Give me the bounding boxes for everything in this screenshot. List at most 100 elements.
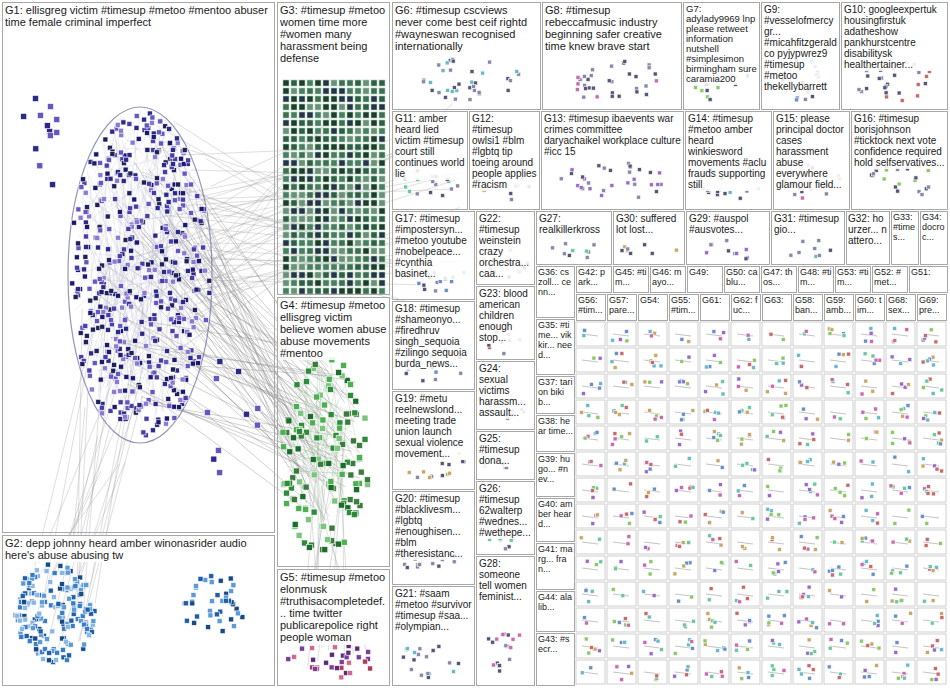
vertex-square [174, 136, 179, 141]
vertex-square [362, 436, 368, 442]
graph-edge [706, 334, 722, 336]
cluster-outline [68, 107, 212, 443]
vertex-square [315, 80, 321, 86]
vertex-square [103, 355, 108, 360]
vertex-square [47, 658, 52, 663]
vertex-square [191, 259, 196, 264]
vertex-square [73, 577, 78, 582]
vertex-square [190, 601, 195, 606]
vertex-square [323, 280, 329, 286]
vertex-square [303, 484, 309, 490]
vertex-square [47, 133, 53, 139]
vertex-square [379, 216, 385, 222]
vertex-square [283, 160, 289, 166]
vertex-square [610, 94, 614, 98]
graph-edge [861, 386, 877, 388]
graph-edge [215, 254, 398, 282]
vertex-square [291, 240, 297, 246]
vertex-square [283, 192, 289, 198]
vertex-square [106, 313, 111, 318]
vertex-square [38, 640, 43, 645]
vertex-square [582, 95, 586, 99]
vertex-square [468, 86, 472, 90]
vertex-square [142, 290, 147, 295]
graph-edge [675, 620, 691, 622]
vertex-square [101, 309, 106, 314]
vertex-square [322, 402, 328, 408]
vertex-square [170, 147, 175, 152]
graph-edge [143, 359, 316, 510]
vertex-square [371, 264, 377, 270]
vertex-square [339, 216, 345, 222]
vertex-square [217, 619, 222, 624]
vertex-square [331, 280, 337, 286]
vertex-square [83, 254, 88, 259]
vertex-square [124, 326, 129, 331]
vertex-square [320, 417, 326, 423]
graph-edge [293, 469, 330, 517]
vertex-square [283, 288, 289, 294]
vertex-square [280, 429, 286, 435]
vertex-square [379, 272, 385, 278]
vertex-square [322, 547, 328, 553]
vertex-square [57, 602, 62, 607]
vertex-square [149, 120, 154, 125]
vertex-square [166, 306, 171, 311]
graph-edge [311, 467, 329, 522]
vertex-square [87, 286, 92, 291]
vertex-square [575, 88, 579, 92]
vertex-square [323, 120, 329, 126]
vertex-square [339, 471, 345, 477]
vertex-square [339, 264, 345, 270]
vertex-square [355, 248, 361, 254]
vertex-square [348, 392, 354, 398]
vertex-square [167, 402, 172, 407]
vertex-square [283, 200, 289, 206]
vertex-square [324, 660, 329, 665]
vertex-square [628, 165, 632, 169]
vertex-square [54, 129, 60, 135]
graph-edge [130, 358, 170, 377]
vertex-square [195, 194, 200, 199]
vertex-square [33, 96, 39, 102]
vertex-square [27, 581, 32, 586]
vertex-square [291, 232, 297, 238]
vertex-square [379, 176, 385, 182]
vertex-square [133, 338, 138, 343]
vertex-square [291, 160, 297, 166]
vertex-square [147, 364, 152, 369]
vertex-square [58, 563, 63, 568]
graph-edge [90, 125, 168, 364]
vertex-square [283, 96, 289, 102]
graph-edge [120, 288, 206, 359]
vertex-square [362, 415, 368, 421]
vertex-square [190, 276, 195, 281]
vertex-square [371, 80, 377, 86]
graph-edge [675, 334, 691, 336]
vertex-square [124, 157, 129, 162]
vertex-square [103, 137, 108, 142]
vertex-square [198, 219, 203, 224]
vertex-square [123, 167, 128, 172]
vertex-square [152, 267, 157, 272]
vertex-square [363, 184, 369, 190]
vertex-square [109, 374, 114, 379]
vertex-square [883, 86, 887, 90]
vertex-square [307, 104, 313, 110]
vertex-square [283, 104, 289, 110]
vertex-square [123, 388, 128, 393]
vertex-square [146, 201, 151, 206]
vertex-square [143, 275, 148, 280]
vertex-square [231, 583, 236, 588]
vertex-square [89, 310, 94, 315]
vertex-square [189, 211, 194, 216]
vertex-square [347, 288, 353, 294]
vertex-square [148, 375, 153, 380]
graph-edge [737, 646, 753, 648]
vertex-square [299, 160, 305, 166]
vertex-square [291, 192, 297, 198]
vertex-square [139, 297, 144, 302]
vertex-square [179, 305, 184, 310]
graph-edge [706, 464, 722, 466]
vertex-square [363, 176, 369, 182]
